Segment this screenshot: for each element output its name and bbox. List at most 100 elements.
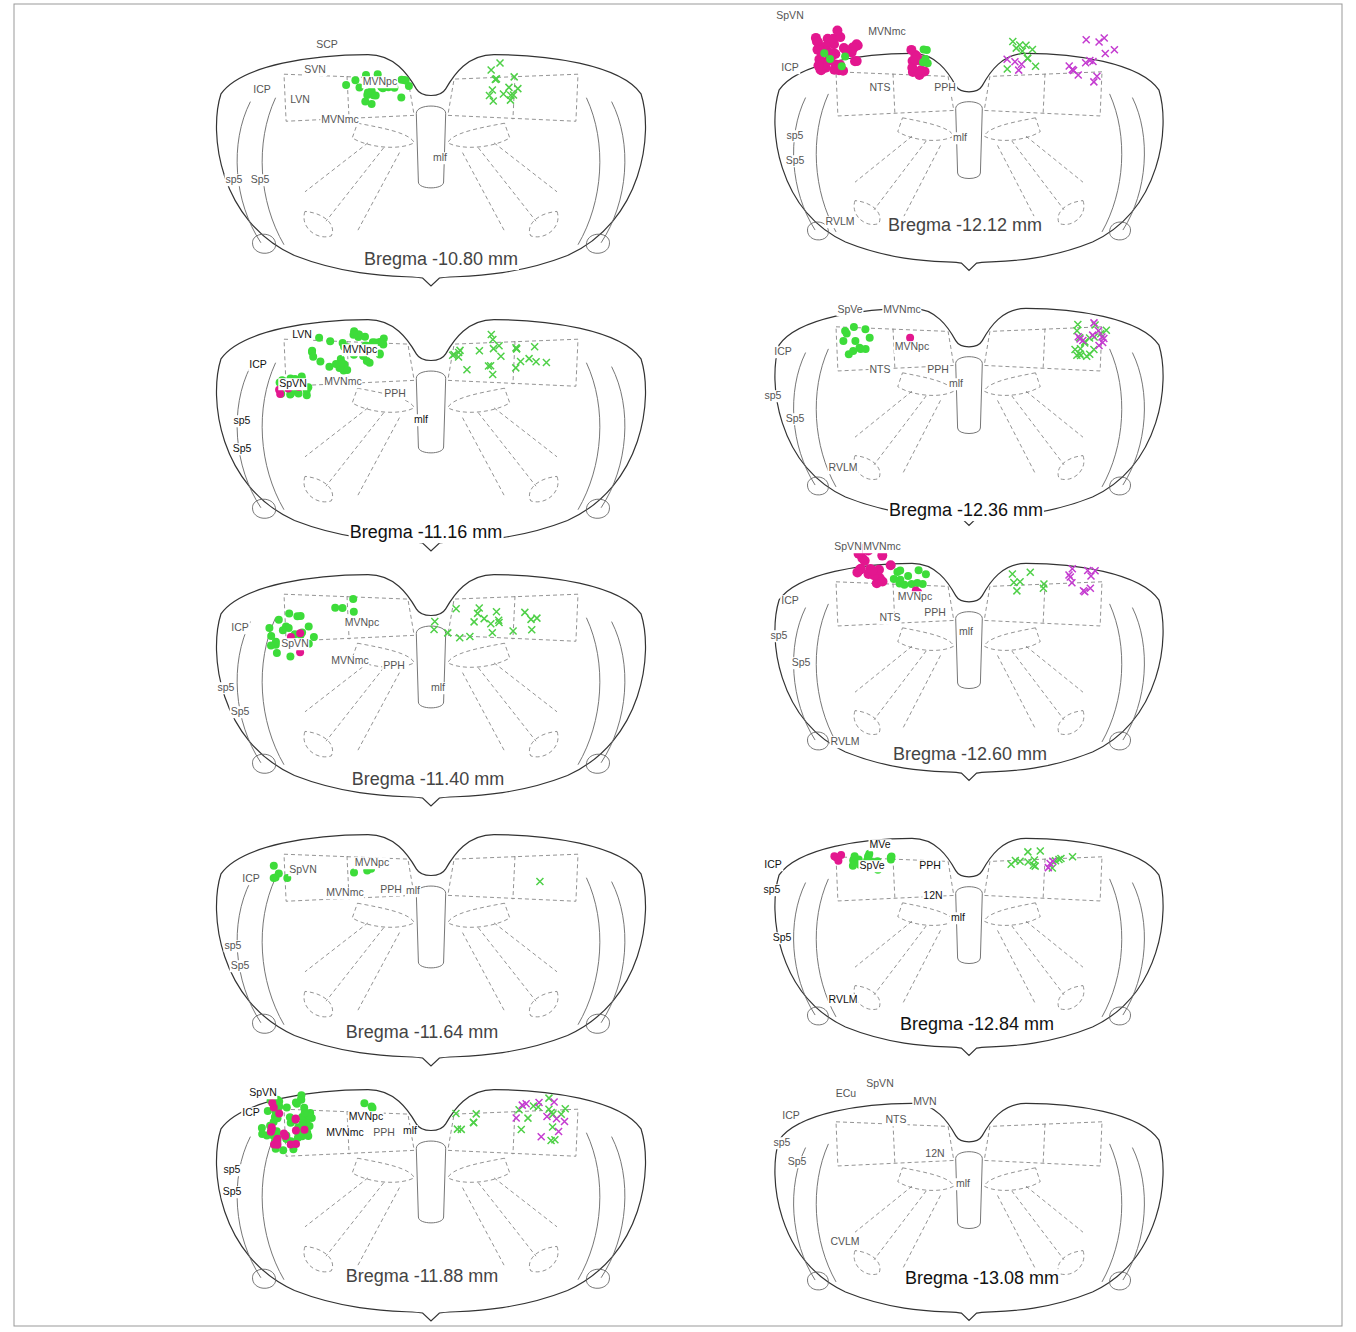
nucleus-boundary	[893, 1124, 895, 1164]
section-outline	[775, 53, 1163, 270]
cell-cross	[453, 605, 460, 612]
tract-line	[794, 883, 816, 1015]
nucleus-boundary	[478, 413, 536, 487]
region-label: NTS	[869, 364, 892, 376]
nucleus-boundary	[529, 991, 558, 1016]
region-label: LVN	[291, 329, 313, 341]
cell-cross	[1004, 56, 1011, 63]
cell-dot	[305, 622, 313, 630]
cell-dot	[276, 390, 284, 398]
cell-dot	[296, 629, 304, 637]
tract-line	[586, 234, 609, 253]
region-label: ICP	[248, 359, 268, 371]
region-label: 12N	[922, 890, 943, 902]
cell-cross	[444, 629, 451, 636]
cell-dot	[292, 1115, 300, 1123]
section-outline	[216, 575, 645, 806]
nucleus-boundary	[305, 143, 368, 192]
nucleus-boundary	[529, 476, 558, 501]
region-label: mlf	[405, 885, 421, 897]
nucleus-boundary	[463, 673, 505, 751]
tract-line	[1123, 98, 1145, 230]
cell-dot	[268, 1123, 276, 1131]
cell-cross	[1066, 63, 1073, 70]
tract-line	[416, 106, 445, 188]
nucleus-boundary	[1026, 136, 1083, 182]
cell-dot	[339, 604, 347, 612]
tract-line	[253, 754, 276, 773]
nucleus-boundary	[478, 928, 536, 1002]
region-label: Sp5	[785, 155, 806, 167]
tract-line	[794, 608, 816, 740]
cell-dot	[275, 869, 283, 877]
region-label: sp5	[217, 682, 236, 694]
region-label: Sp5	[230, 960, 251, 972]
cell-dot	[886, 560, 896, 570]
nucleus-boundary	[1043, 74, 1045, 114]
nucleus-boundary	[903, 930, 941, 1004]
cell-dot	[851, 337, 859, 345]
cell-dot	[326, 337, 334, 345]
region-label: sp5	[773, 1137, 792, 1149]
nucleus-boundary	[836, 857, 954, 901]
cell-dot	[301, 1109, 309, 1117]
cell-dot	[849, 862, 857, 870]
nucleus-boundary	[854, 201, 880, 225]
cell-dot	[287, 1141, 295, 1149]
section-outline	[775, 838, 1163, 1055]
region-label: sp5	[225, 174, 244, 186]
nucleus-boundary	[855, 1186, 912, 1232]
cell-cross	[1095, 342, 1102, 349]
nucleus-boundary	[513, 1111, 515, 1154]
cell-cross	[551, 1099, 558, 1106]
nucleus-boundary	[898, 1168, 954, 1191]
cell-cross	[431, 626, 438, 633]
cell-dot	[292, 1116, 300, 1124]
section-level-label: Bregma -11.40 mm	[351, 770, 506, 790]
region-label: MVNmc	[325, 1127, 364, 1139]
tract-line	[262, 878, 284, 1025]
region-label: sp5	[223, 1164, 242, 1176]
nucleus-boundary	[358, 418, 400, 496]
nucleus-boundary	[984, 72, 1102, 116]
nucleus-boundary	[494, 143, 557, 192]
brainstem-outline	[216, 55, 645, 286]
cell-cross	[1111, 46, 1118, 53]
nucleus-boundary	[305, 923, 368, 972]
cell-cross	[485, 362, 492, 369]
tract-line	[262, 98, 284, 245]
section-outline	[216, 320, 645, 551]
cell-dot	[832, 26, 842, 36]
region-label: sp5	[233, 415, 252, 427]
cell-cross	[533, 358, 540, 365]
region-label: RVLM	[828, 462, 859, 474]
section-outline	[216, 1090, 645, 1321]
cell-cross	[1008, 861, 1015, 868]
nucleus-boundary	[998, 400, 1036, 474]
section-level-label: Bregma -11.16 mm	[349, 523, 504, 543]
region-label: NTS	[885, 1114, 908, 1126]
tract-line	[1102, 1144, 1122, 1282]
region-label: Sp5	[230, 706, 251, 718]
cell-cross	[561, 1118, 568, 1125]
region-label: MVNpc	[362, 76, 398, 88]
cell-dot	[270, 862, 278, 870]
cell-dot	[372, 92, 380, 100]
section-outline	[775, 1103, 1163, 1320]
cell-cross	[457, 347, 464, 354]
cell-cross	[562, 1105, 569, 1112]
tract-line	[253, 234, 276, 253]
cell-dot	[350, 608, 358, 616]
cell-cross	[545, 1095, 552, 1102]
tract-line	[586, 499, 609, 518]
tract-line	[601, 882, 625, 1023]
region-label: mlf	[948, 378, 964, 390]
tract-line	[1123, 353, 1145, 485]
nucleus-boundary	[1026, 646, 1083, 692]
cell-dot	[301, 1126, 309, 1134]
region-label: mlf	[413, 414, 429, 426]
nucleus-boundary	[898, 903, 954, 926]
cell-dot	[920, 45, 928, 53]
region-label: Sp5	[787, 1156, 808, 1168]
cell-cross	[545, 1106, 552, 1113]
